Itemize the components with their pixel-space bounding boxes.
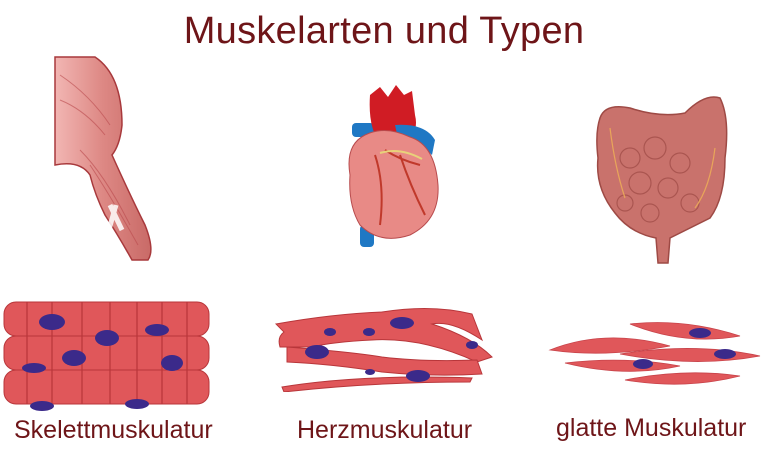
heart-illustration-icon — [340, 85, 445, 250]
page-title: Muskelarten und Typen — [183, 10, 585, 52]
label-smooth-muscle: glatte Muskulatur — [556, 414, 747, 442]
cardiac-muscle-tissue-illustration-icon — [272, 302, 502, 392]
intestine-illustration-icon — [590, 88, 735, 268]
arm-muscle-illustration-icon — [50, 55, 165, 265]
skeletal-muscle-tissue-illustration-icon — [2, 298, 217, 413]
label-skeletal-muscle: Skelettmuskulatur — [14, 416, 213, 444]
label-cardiac-muscle: Herzmuskulatur — [297, 416, 473, 444]
smooth-muscle-tissue-illustration-icon — [545, 318, 765, 388]
